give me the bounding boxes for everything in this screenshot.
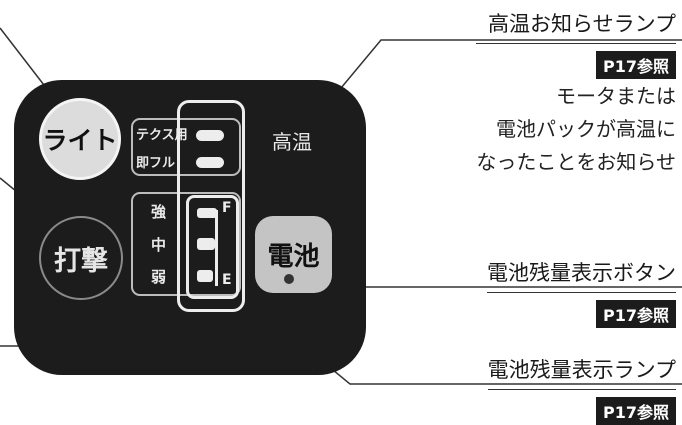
level-select-box — [131, 192, 241, 296]
gauge-empty-mark: E — [222, 272, 232, 288]
overheat-desc-line-1: モータまたは — [556, 84, 676, 108]
battery-lamp-frame — [186, 195, 239, 299]
overheat-callout: 高温お知らせランプ P17参照 モータまたは 電池パックが高温に なったことをお… — [476, 8, 676, 178]
level-weak-label: 弱 — [151, 268, 167, 286]
overheat-desc-line-3: なったことをお知らせ — [476, 150, 676, 174]
overheat-lamp-label: 高温 — [272, 130, 312, 154]
lamp-group-frame — [177, 100, 245, 312]
full-mode-lamp — [196, 157, 224, 168]
mode-select-box — [131, 118, 241, 176]
gauge-lamp-low — [197, 270, 213, 282]
level-medium-label: 中 — [151, 236, 167, 254]
battery-button-page-ref: P17参照 — [596, 300, 676, 328]
battery-button-callout-title: 電池残量表示ボタン — [487, 257, 676, 293]
overheat-desc-line-2: 電池パックが高温に — [496, 117, 676, 141]
impact-mode-button[interactable]: 打撃 — [39, 216, 123, 300]
gauge-lamp-high — [197, 208, 217, 218]
battery-check-button-label: 電池 — [267, 242, 320, 272]
battery-check-button[interactable]: 電池 — [255, 216, 332, 293]
battery-lamp-page-ref: P17参照 — [596, 397, 676, 425]
pointer-dot — [284, 274, 294, 284]
light-button[interactable]: ライト — [39, 98, 121, 180]
gauge-lamp-mid — [197, 238, 215, 250]
battery-lamp-callout: 電池残量表示ランプ P17参照 — [487, 354, 676, 425]
full-mode-label: 即フル — [136, 156, 176, 171]
overheat-page-ref: P17参照 — [596, 51, 676, 79]
battery-lamp-callout-title: 電池残量表示ランプ — [487, 354, 676, 390]
tex-mode-label: テクス用 — [136, 128, 188, 143]
gauge-scale — [215, 210, 218, 286]
level-strong-label: 強 — [151, 203, 167, 221]
overheat-callout-title: 高温お知らせランプ — [476, 8, 676, 44]
tex-mode-lamp — [196, 130, 224, 141]
gauge-full-mark: F — [222, 200, 232, 216]
battery-button-callout: 電池残量表示ボタン P17参照 — [487, 257, 676, 328]
